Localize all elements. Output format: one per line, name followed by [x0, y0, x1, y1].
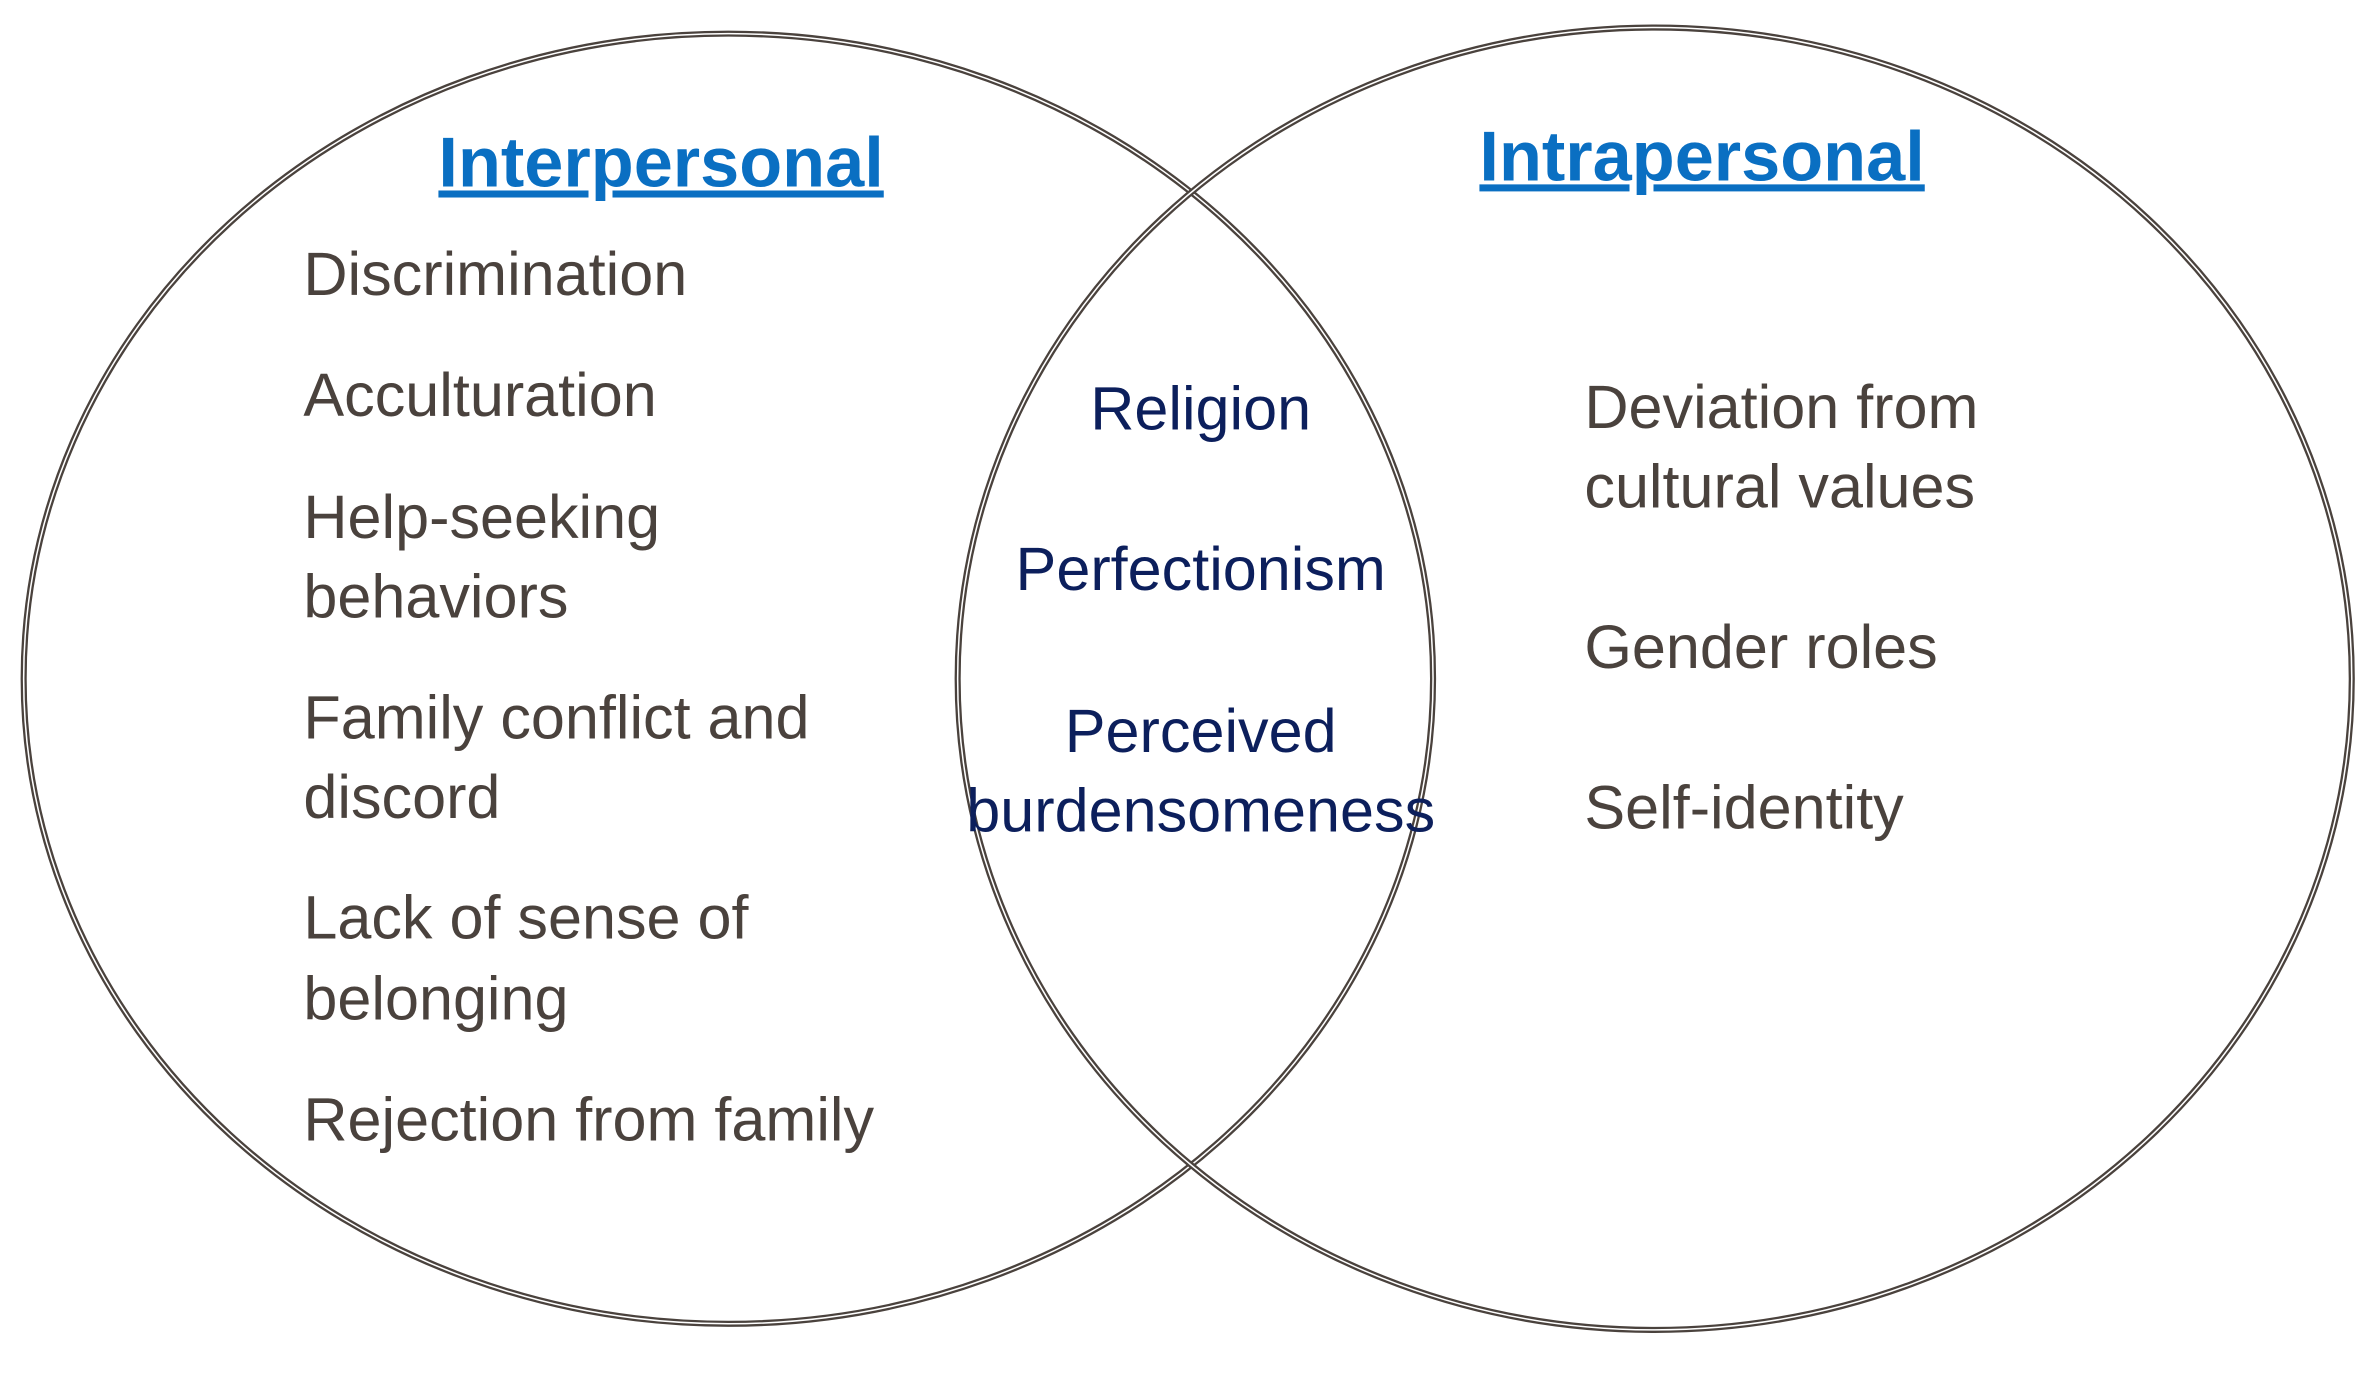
right-item: Gender roles — [1584, 613, 1937, 681]
left-item: belonging — [303, 965, 568, 1033]
right-item: Deviation from — [1584, 373, 1978, 441]
left-item: Lack of sense of — [303, 884, 749, 952]
left-circle — [20, 30, 1437, 1327]
left-item: Family conflict and — [303, 683, 809, 751]
left-item: Rejection from family — [303, 1085, 874, 1153]
left-item: discord — [303, 763, 500, 831]
left-item: Help-seeking — [303, 483, 660, 551]
right-item: Self-identity — [1584, 774, 1904, 842]
interpersonal-title: Interpersonal — [438, 122, 883, 201]
overlap-item: burdensomeness — [966, 777, 1435, 845]
right-item: cultural values — [1584, 453, 1975, 521]
overlap-item: Perfectionism — [1016, 535, 1386, 603]
left-item: behaviors — [303, 563, 568, 631]
right-circle — [954, 24, 2355, 1333]
intrapersonal-title: Intrapersonal — [1479, 116, 1924, 195]
overlap-item: Religion — [1090, 375, 1311, 443]
overlap-item: Perceived — [1065, 697, 1337, 765]
left-item: Discrimination — [303, 240, 687, 308]
left-item: Acculturation — [303, 361, 656, 429]
